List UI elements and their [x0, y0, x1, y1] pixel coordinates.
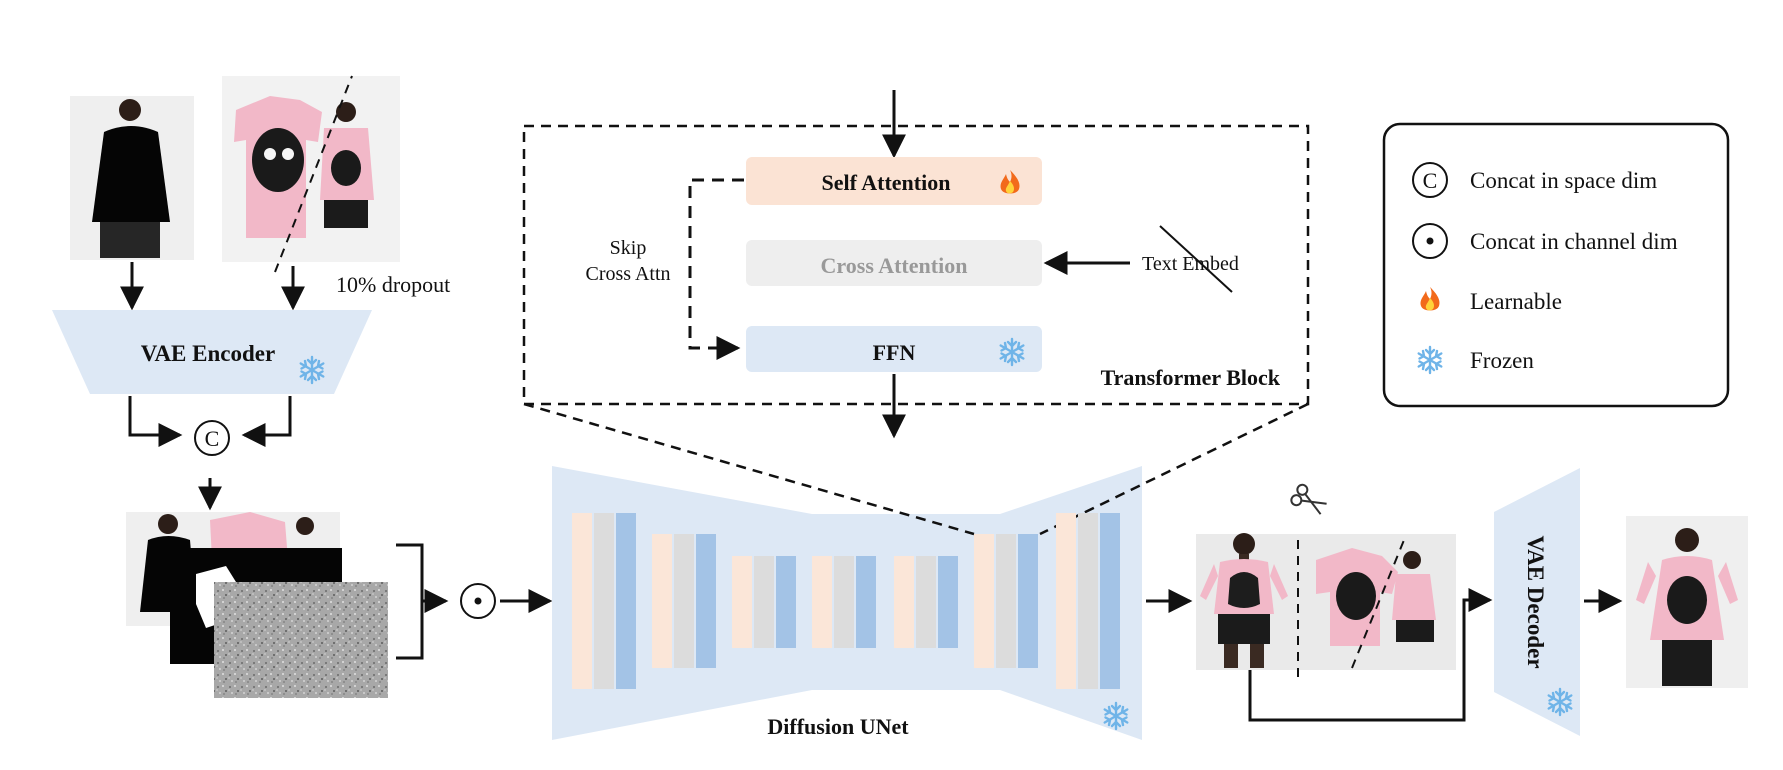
ffn-block: FFN	[746, 326, 1042, 372]
legend-label: Learnable	[1470, 289, 1562, 314]
noise-image	[214, 582, 388, 698]
vae-decoder-label: VAE Decoder	[1523, 535, 1548, 668]
text-embed-label: Text Embed	[1142, 253, 1239, 275]
unet-down-block-2	[652, 534, 716, 668]
cross-attention-block: Cross Attention	[746, 240, 1042, 286]
legend-item-concat-channel: Concat in channel dim	[1412, 223, 1678, 259]
concat-channel-icon	[460, 583, 496, 619]
output-image	[1626, 516, 1748, 688]
concat-space-icon: C	[194, 420, 230, 456]
skip-cross-attn-label: Cross Attn	[585, 263, 670, 285]
diffusion-unet: Diffusion UNet	[523, 402, 1309, 740]
unet-up-block-3	[1056, 513, 1120, 689]
skip-connection-arrow	[688, 178, 744, 360]
legend-label: Concat in channel dim	[1470, 229, 1678, 254]
svg-text:C: C	[1423, 168, 1438, 193]
unet-up-block-1	[894, 556, 958, 648]
transformer-block-label: Transformer Block	[1101, 365, 1281, 390]
vae-decoder: VAE Decoder	[1494, 468, 1580, 736]
legend-item-learnable: Learnable	[1420, 287, 1562, 314]
cross-attention-label: Cross Attention	[821, 253, 968, 278]
transformer-block: Self Attention Cross Attention FFN Skip …	[522, 90, 1310, 439]
output-latent-image	[1196, 533, 1456, 684]
stacked-latent-inputs	[126, 512, 388, 698]
unet-down-block-1	[572, 513, 636, 689]
legend-item-frozen: Frozen	[1417, 345, 1534, 375]
self-attention-label: Self Attention	[822, 170, 951, 195]
unet-up-block-2	[974, 534, 1038, 668]
ffn-label: FFN	[873, 340, 916, 365]
garment-person-image	[222, 75, 400, 273]
self-attention-block: Self Attention	[746, 157, 1042, 205]
legend: C Concat in space dim Concat in channel …	[1382, 122, 1730, 408]
concat-space-icon	[1412, 162, 1448, 198]
dropout-dash-line	[274, 75, 353, 273]
legend-label: Concat in space dim	[1470, 168, 1657, 193]
vae-encoder: VAE Encoder	[52, 310, 372, 394]
diffusion-unet-label: Diffusion UNet	[767, 714, 909, 739]
fire-icon	[1420, 287, 1440, 311]
masked-person-image	[70, 96, 194, 260]
skip-label: Skip	[610, 237, 647, 259]
concat-channel-icon	[1412, 223, 1448, 259]
legend-item-concat-space: C Concat in space dim	[1412, 162, 1657, 198]
vae-encoder-label: VAE Encoder	[141, 341, 275, 366]
scissors-icon	[1290, 483, 1327, 515]
unet-down-block-3	[732, 556, 796, 648]
dropout-label: 10% dropout	[336, 272, 450, 297]
text-embed-strike	[1159, 225, 1233, 293]
legend-label: Frozen	[1470, 348, 1534, 373]
svg-text:C: C	[205, 426, 220, 451]
unet-mid-block	[812, 556, 876, 648]
snowflake-icon	[1417, 345, 1443, 375]
